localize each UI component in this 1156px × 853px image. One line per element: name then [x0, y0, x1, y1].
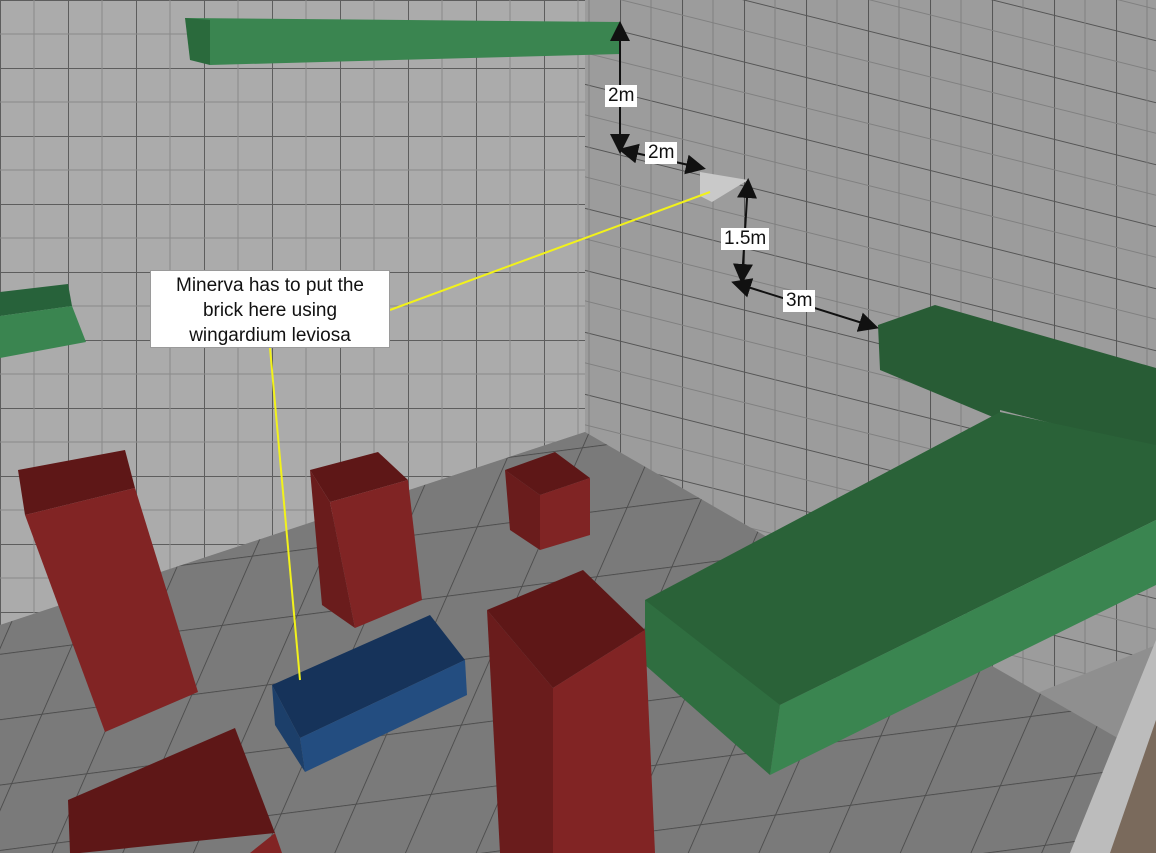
- red-block-middle: [310, 452, 422, 628]
- red-block-tall-left: [18, 450, 198, 732]
- green-platform-top: [185, 18, 620, 65]
- measurement-label-bottom-horizontal: 3m: [783, 290, 816, 312]
- pointer-line-to-target: [389, 191, 711, 311]
- annotation-line-2: brick here using: [202, 300, 338, 321]
- measurement-label-top-vertical: 2m: [605, 85, 638, 107]
- measurement-label-top-horizontal: 2m: [645, 142, 678, 164]
- ground-patch: [1110, 720, 1156, 853]
- green-platform-right: [645, 305, 1156, 775]
- annotation-note: Minerva has to put the brick here using …: [150, 270, 390, 348]
- measurement-label-mid-vertical: 1.5m: [721, 228, 770, 250]
- annotation-line-1: Minerva has to put the: [176, 275, 364, 296]
- blue-brick[interactable]: [272, 615, 467, 772]
- red-block-bottom-left: [68, 728, 282, 853]
- annotation-line-3: wingardium leviosa: [189, 325, 351, 346]
- red-block-front-tall: [487, 570, 655, 853]
- red-block-small: [505, 452, 590, 550]
- green-platform-left: [0, 284, 86, 358]
- pointer-line-to-brick: [269, 347, 301, 681]
